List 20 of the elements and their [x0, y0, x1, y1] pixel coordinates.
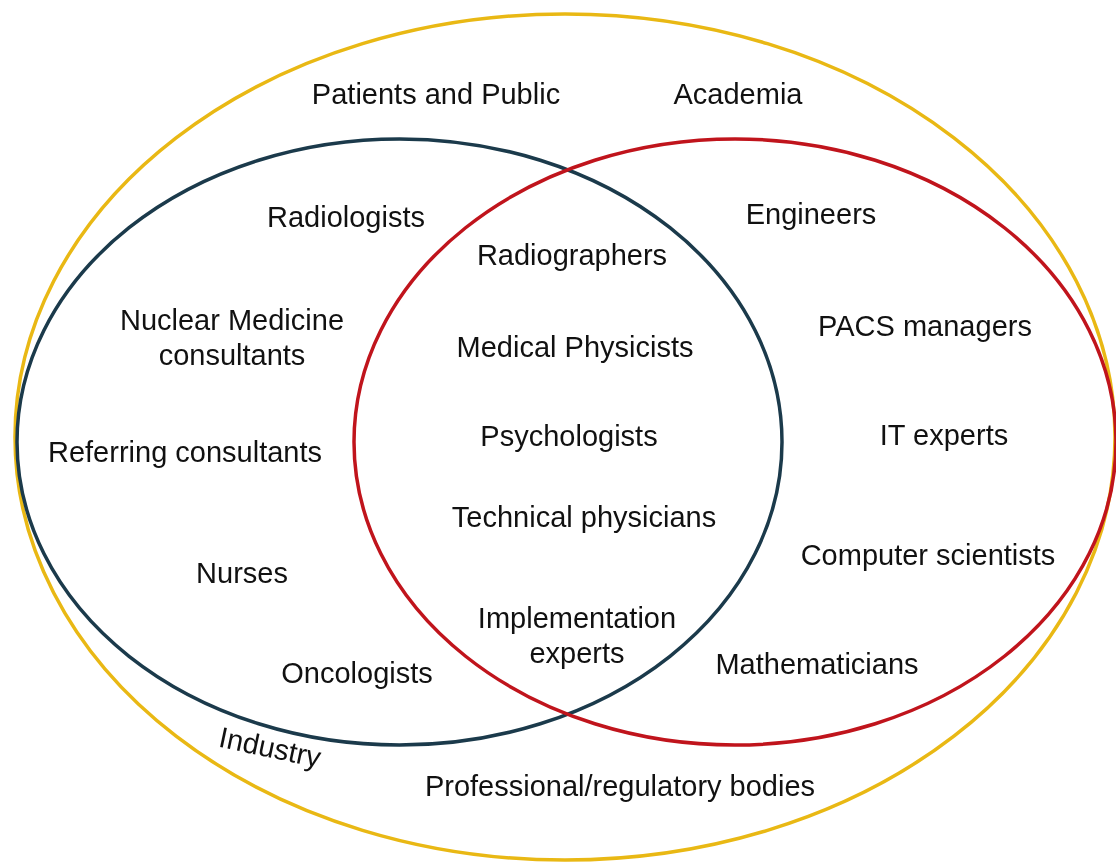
group-label: Patients and Public	[311, 77, 561, 113]
group-label: Nuclear Medicine consultants	[118, 302, 345, 373]
group-label: Mathematicians	[715, 647, 919, 683]
group-label: Implementation experts	[476, 600, 678, 671]
group-label: Nurses	[196, 556, 288, 592]
group-label: Computer scientists	[800, 538, 1056, 574]
group-label: Academia	[673, 77, 803, 113]
outer-ellipse	[13, 12, 1116, 862]
group-label: Radiologists	[267, 200, 425, 236]
group-label: Professional/regulatory bodies	[424, 769, 816, 805]
group-label: Oncologists	[281, 656, 433, 692]
group-label: IT experts	[879, 418, 1009, 454]
group-label: Medical Physicists	[456, 330, 694, 366]
group-label: Psychologists	[480, 419, 658, 455]
group-label: PACS managers	[818, 309, 1032, 345]
group-label: Technical physicians	[451, 500, 717, 536]
group-label: Engineers	[745, 197, 877, 233]
group-label: Referring consultants	[48, 435, 322, 471]
group-label: Industry	[215, 719, 325, 776]
group-label: Radiographers	[476, 238, 668, 274]
